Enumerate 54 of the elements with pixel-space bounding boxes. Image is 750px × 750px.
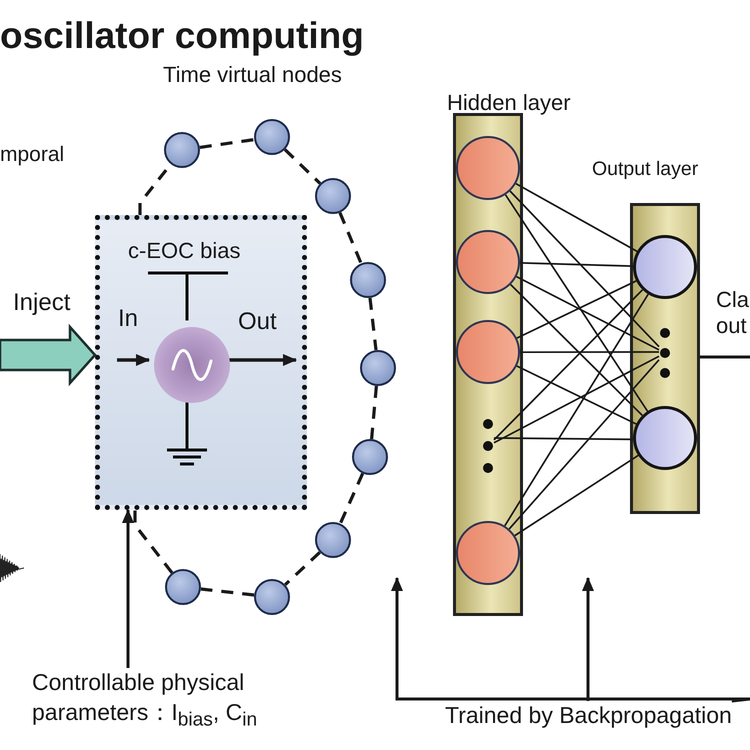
bias-label: c-EOC bias (128, 238, 240, 264)
arrow (117, 354, 150, 366)
connection-line (516, 276, 660, 351)
node-circle (164, 132, 200, 168)
node-circle (254, 579, 290, 615)
diagram-title: oscillator computing (0, 15, 364, 58)
connection-line (516, 365, 637, 425)
connection-line (515, 182, 638, 252)
connection-line (493, 289, 644, 440)
connection-line (504, 294, 649, 526)
node-circle (165, 569, 201, 605)
node-circle (254, 119, 290, 155)
vertical-ellipsis (659, 327, 671, 379)
annotation-text: Controllable physical parameters：I$_{bias}$, C$_{in}$ (32, 668, 272, 734)
node-circle (315, 522, 351, 558)
connection-line (504, 194, 648, 412)
node-circle (352, 439, 388, 475)
layer-heading: Hidden layer (447, 90, 571, 116)
ring-heading: Time virtual nodes (163, 62, 342, 88)
text-label: mporal (0, 143, 64, 168)
arrow (582, 577, 594, 701)
vertical-ellipsis (482, 418, 494, 474)
dashed-connector (133, 510, 174, 574)
dashed-connector (200, 138, 254, 149)
dashed-connector (284, 148, 322, 185)
arrow (391, 577, 750, 702)
connection-line (494, 437, 633, 440)
block-arrow (0, 324, 97, 386)
dashed-connector (338, 472, 364, 524)
edge-label: In (118, 305, 138, 334)
dashed-connector (200, 587, 254, 597)
edge-label: Inject (13, 289, 70, 318)
connection-line (520, 351, 659, 354)
arrow (122, 509, 134, 668)
connection-line (516, 280, 637, 339)
connection-line (510, 284, 643, 416)
edge-label: Cla out (716, 287, 750, 340)
node-circle (315, 178, 351, 214)
dashed-connector (338, 212, 363, 264)
dashed-connector (370, 386, 378, 440)
dotted-box (95, 215, 307, 510)
dashed-connector (284, 551, 321, 586)
connection-line (514, 454, 639, 536)
edge-label: Out (238, 308, 277, 337)
connection-line (520, 262, 634, 267)
connection-line (508, 359, 660, 530)
connection-line (509, 190, 660, 348)
layer-heading: Output layer (592, 158, 698, 180)
annotation-text: Trained by Backpropagation (445, 701, 732, 731)
connection-line (494, 355, 660, 444)
node-circle (350, 262, 386, 298)
node-circle (360, 350, 396, 386)
connection-line (700, 356, 750, 358)
dashed-connector (368, 298, 378, 350)
